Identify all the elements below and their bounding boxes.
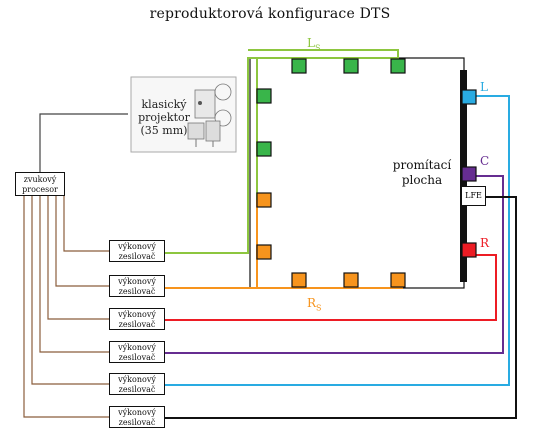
amplifier-label-line: zesilovač — [118, 320, 156, 329]
lfe-line — [165, 196, 517, 419]
speaker-ls — [343, 58, 359, 74]
screen-label: promítací plocha — [390, 158, 454, 188]
label-l: L — [480, 80, 488, 94]
amplifier-c: výkonový zesilovač — [109, 341, 165, 363]
label-r: R — [480, 236, 490, 250]
speaker-ls — [256, 141, 272, 157]
processor-amp-cables — [23, 196, 109, 418]
processor-amp-cable — [55, 196, 109, 287]
lfe-speaker: LFE — [461, 186, 486, 206]
processor-label-line: procesor — [22, 185, 58, 194]
amplifier-label-line: výkonový — [118, 408, 156, 417]
processor-label-line: zvukový — [23, 175, 57, 184]
speaker-ls — [291, 58, 307, 74]
amplifier-r: výkonový zesilovač — [109, 308, 165, 330]
diagram-title: reproduktorová konfigurace DTS — [149, 6, 391, 22]
speaker-rs — [343, 272, 359, 288]
speaker-ls — [256, 88, 272, 104]
ls-line — [165, 49, 399, 254]
amplifier-label-line: výkonový — [118, 310, 156, 319]
speakers — [256, 58, 477, 288]
amplifier-rs: výkonový zesilovač — [109, 275, 165, 297]
processor-amp-cable — [31, 196, 109, 385]
label-rs-main: R — [307, 296, 317, 310]
amplifier-label-line: výkonový — [118, 375, 156, 384]
projector-label: klasický projektor (35 mm) — [128, 98, 200, 137]
processor-amp-cable — [23, 196, 109, 418]
processor-amp-cable — [39, 196, 109, 353]
amplifier-label-line: zesilovač — [118, 418, 156, 427]
amplifier-label-line: zesilovač — [118, 287, 156, 296]
amplifier-label-line: výkonový — [118, 343, 156, 352]
r-line — [165, 254, 497, 321]
speaker-rs — [390, 272, 406, 288]
label-ls-main: L — [307, 36, 315, 50]
speaker-ls — [390, 58, 406, 74]
amplifier-lfe: výkonový zesilovač — [109, 406, 165, 428]
projector-image — [130, 76, 237, 153]
amplifier-label-line: zesilovač — [118, 252, 156, 261]
amplifier-label-line: výkonový — [118, 277, 156, 286]
projector-label-line: klasický — [141, 98, 187, 111]
label-ls: LS — [307, 36, 320, 52]
label-c: C — [480, 154, 490, 168]
speaker-c — [461, 166, 477, 182]
amplifier-l: výkonový zesilovač — [109, 373, 165, 395]
speaker-rs — [291, 272, 307, 288]
amplifier-ls: výkonový zesilovač — [109, 240, 165, 262]
projector-label-line: projektor — [138, 111, 190, 124]
projector-link — [39, 113, 128, 172]
label-ls-sub: S — [314, 43, 321, 53]
c-line — [165, 175, 504, 354]
sound-processor: zvukový procesor — [15, 172, 65, 196]
screen-label-line: promítací — [392, 158, 452, 172]
label-rs-sub: S — [316, 303, 322, 313]
projector-label-line: (35 mm) — [140, 124, 188, 137]
amplifier-label-line: zesilovač — [118, 353, 156, 362]
amplifier-label-line: výkonový — [118, 242, 156, 251]
screen-label-line: plocha — [401, 173, 443, 187]
speaker-rs — [256, 192, 272, 208]
speaker-r — [461, 242, 477, 258]
label-rs: RS — [307, 296, 322, 312]
amplifier-label-line: zesilovač — [118, 385, 156, 394]
speaker-rs — [256, 244, 272, 260]
l-line — [165, 95, 510, 386]
speaker-l — [461, 89, 477, 105]
processor-amp-cable — [47, 196, 109, 320]
processor-amp-cable — [63, 196, 109, 252]
